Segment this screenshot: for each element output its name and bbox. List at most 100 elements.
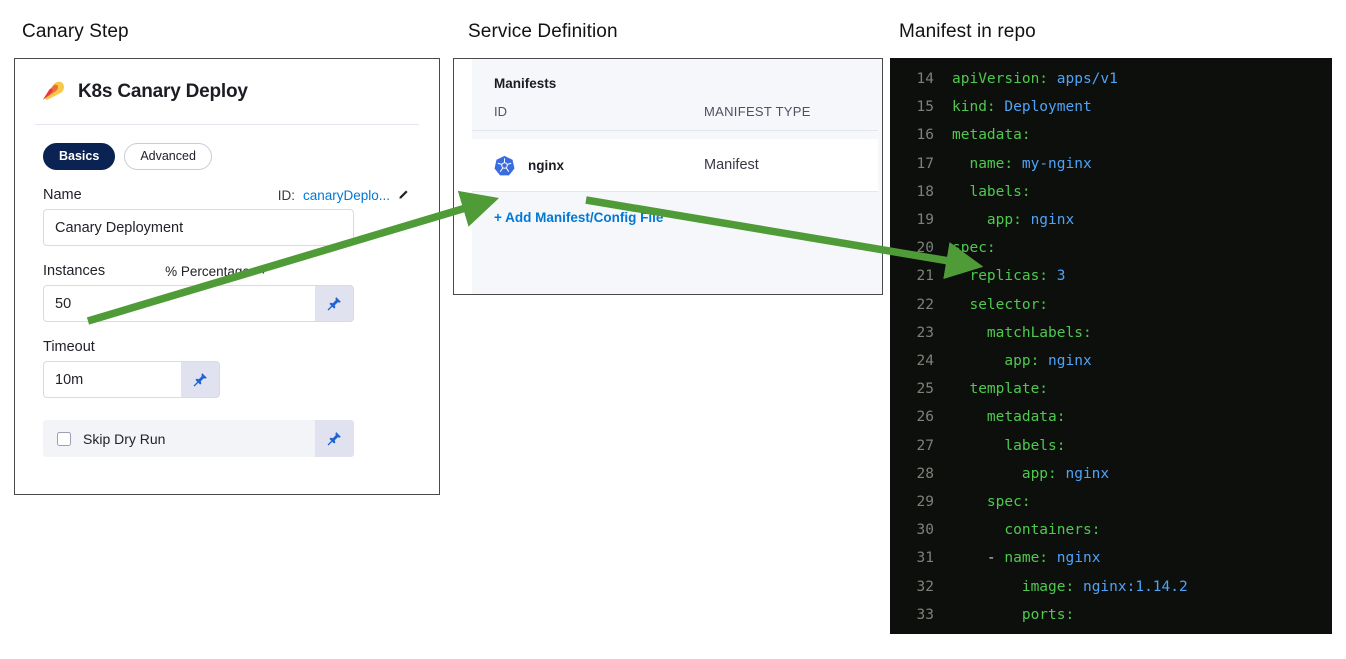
line-number: 26 <box>916 409 934 426</box>
canary-step-panel: K8s Canary Deploy Basics Advanced Name I… <box>14 58 440 495</box>
pin-icon <box>327 297 341 311</box>
code-text: app: nginx <box>1004 353 1092 370</box>
step-header: K8s Canary Deploy <box>15 59 439 103</box>
code-text: spec: <box>986 494 1031 511</box>
instances-input[interactable]: 50 <box>43 285 315 323</box>
code-text: metadata: <box>986 409 1066 426</box>
name-input-wrap[interactable]: Canary Deployment <box>43 209 354 247</box>
code-line: 21 replicas: 3 <box>890 262 1332 290</box>
instances-unit-select[interactable]: % Percentage ▼ <box>165 264 268 279</box>
instances-label: Instances <box>43 263 106 280</box>
code-text: app: nginx <box>986 212 1075 229</box>
code-line: 18 labels: <box>890 178 1332 206</box>
manifests-title: Manifests <box>494 76 557 91</box>
code-text: labels: <box>1004 437 1066 454</box>
column-header-type: MANIFEST TYPE <box>704 104 811 119</box>
code-line: 33 ports: <box>890 601 1332 629</box>
code-text: template: <box>969 381 1049 398</box>
skip-dry-run-checkbox[interactable] <box>57 431 71 446</box>
step-id-block[interactable]: ID: canaryDeplo... <box>278 188 411 203</box>
caption-service-definition: Service Definition <box>468 21 618 42</box>
line-number: 18 <box>916 183 934 200</box>
skip-dry-run-row[interactable]: Skip Dry Run <box>43 420 354 458</box>
instances-pin-button[interactable] <box>315 285 354 323</box>
code-line: 17 name: my-nginx <box>890 150 1332 178</box>
harness-logo-icon <box>41 81 67 103</box>
name-input[interactable]: Canary Deployment <box>43 209 354 247</box>
code-text: matchLabels: <box>986 324 1092 341</box>
manifests-table-header: ID MANIFEST TYPE <box>472 91 878 131</box>
code-text: name: my-nginx <box>969 155 1092 172</box>
line-number: 29 <box>916 494 934 511</box>
table-row[interactable]: nginx Manifest <box>472 139 878 192</box>
name-label: Name <box>43 187 82 204</box>
code-text: spec: <box>952 240 996 257</box>
line-number: 34 <box>890 629 952 634</box>
line-number: 23 <box>916 324 934 341</box>
field-name: Name ID: canaryDeplo... Canary Deploymen… <box>43 187 411 247</box>
tab-basics[interactable]: Basics <box>43 143 116 171</box>
pin-icon <box>327 432 341 446</box>
code-line: 27 labels: <box>890 432 1332 460</box>
code-text: image: nginx:1.14.2 <box>1021 578 1188 595</box>
add-manifest-link[interactable]: + Add Manifest/Config File <box>494 210 664 225</box>
chevron-down-icon[interactable]: ▼ <box>258 265 268 276</box>
timeout-input-wrap[interactable]: 10m <box>43 361 220 399</box>
manifest-type-text: Manifest <box>704 157 759 173</box>
id-value[interactable]: canaryDeplo... <box>302 187 390 203</box>
caption-manifest-in-repo: Manifest in repo <box>899 21 1036 42</box>
instances-input-wrap[interactable]: 50 <box>43 285 354 323</box>
timeout-pin-button[interactable] <box>181 361 220 399</box>
line-number: 17 <box>916 155 934 172</box>
pencil-icon[interactable] <box>398 189 411 202</box>
manifests-section: Manifests ID MANIFEST TYPE <box>472 59 882 294</box>
line-number: 24 <box>916 353 934 370</box>
manifest-id-cell: nginx <box>494 155 704 176</box>
line-number: 33 <box>916 606 934 623</box>
code-text: ports: <box>1021 606 1075 623</box>
id-prefix-label: ID: <box>277 187 295 203</box>
line-number: 15 <box>916 99 934 116</box>
code-text: kind: Deployment <box>952 99 1092 116</box>
service-definition-panel: Manifests ID MANIFEST TYPE <box>453 58 883 295</box>
line-number: 22 <box>916 296 934 313</box>
code-text: replicas: 3 <box>969 268 1066 285</box>
code-text: - name: nginx <box>952 550 1101 567</box>
code-line: 29 spec: <box>890 488 1332 516</box>
code-line: 31 - name: nginx <box>890 544 1332 572</box>
line-number: 27 <box>916 437 934 454</box>
line-number: 14 <box>916 71 934 87</box>
code-text: selector: <box>969 296 1049 313</box>
code-line: 32 image: nginx:1.14.2 <box>890 573 1332 601</box>
code-line: 28 app: nginx <box>890 460 1332 488</box>
divider <box>35 124 419 125</box>
code-text: - containerPort: 80 <box>952 629 1170 634</box>
timeout-input[interactable]: 10m <box>43 361 181 399</box>
code-line: 22 selector: <box>890 291 1332 319</box>
code-line: 19 app: nginx <box>890 206 1332 234</box>
pin-icon <box>193 373 207 387</box>
code-line: 25 template: <box>890 375 1332 403</box>
code-line: 23 matchLabels: <box>890 319 1332 347</box>
manifest-id-text: nginx <box>528 157 564 173</box>
instances-unit-value: % Percentage <box>165 263 250 279</box>
skip-dry-run-pin-button[interactable] <box>315 420 354 458</box>
code-text: metadata: <box>952 127 1031 144</box>
tab-advanced[interactable]: Advanced <box>124 143 212 171</box>
line-number: 16 <box>916 127 934 144</box>
timeout-label: Timeout <box>43 339 95 356</box>
caption-canary-step: Canary Step <box>22 21 129 42</box>
code-text: app: nginx <box>1021 465 1110 482</box>
field-timeout: Timeout 10m <box>43 339 411 399</box>
line-number: 21 <box>916 268 934 285</box>
code-line: 26 metadata: <box>890 403 1332 431</box>
field-instances: Instances % Percentage ▼ 50 <box>43 263 411 323</box>
code-line: 24 app: nginx <box>890 347 1332 375</box>
code-line: 34 - containerPort: 80 <box>890 629 1332 634</box>
line-number: 31 <box>916 550 934 567</box>
skip-dry-run-body[interactable]: Skip Dry Run <box>43 420 315 458</box>
